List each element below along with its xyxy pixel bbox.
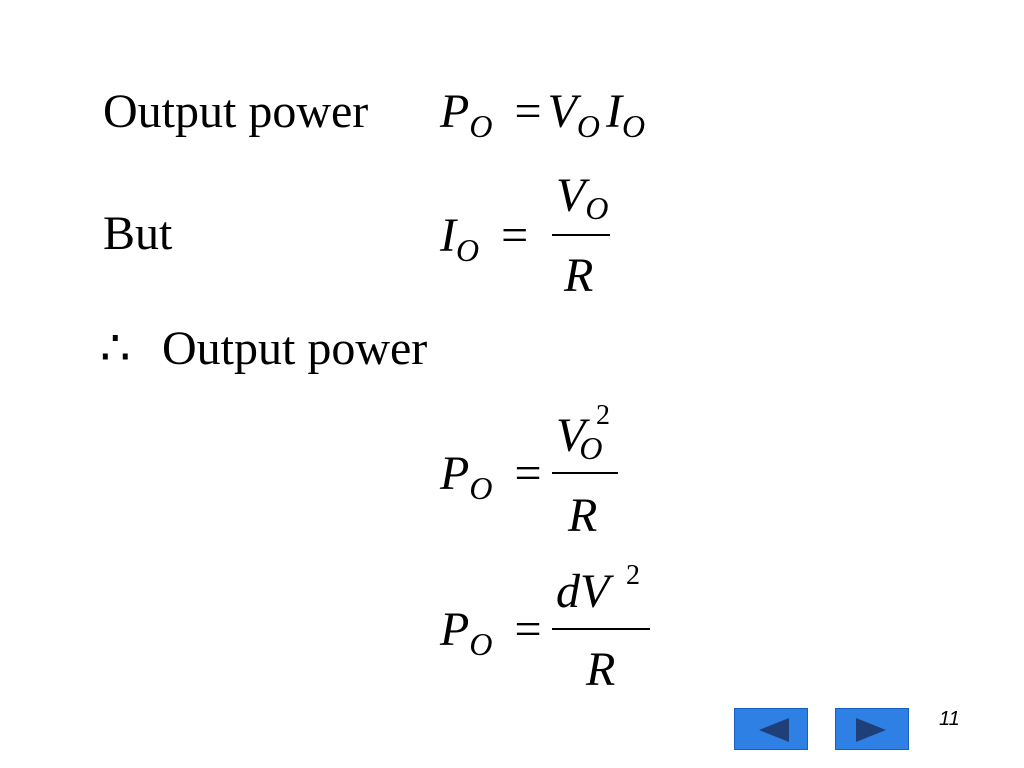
fraction-numerator-dv-squared: dV 2 <box>556 562 640 618</box>
symbol-i: I <box>440 209 456 262</box>
equals-sign: = <box>514 85 542 138</box>
fraction-bar <box>552 628 650 630</box>
equation-po-lhs: PO = <box>440 447 542 505</box>
subscript-o: O <box>455 232 480 268</box>
symbol-p: P <box>440 447 470 500</box>
page-number: 11 <box>939 708 960 730</box>
fraction-bar <box>552 472 618 474</box>
symbol-i: I <box>605 85 622 138</box>
fraction-denominator-r: R <box>564 249 594 302</box>
subscript-o: O <box>576 108 600 144</box>
symbol-v: V <box>556 409 586 462</box>
symbol-p: P <box>440 603 470 656</box>
output-power-label-2: Output power <box>162 322 428 375</box>
fraction-bar <box>552 234 610 236</box>
right-triangle-icon <box>856 718 886 742</box>
symbol-p: P <box>440 85 470 138</box>
but-label: But <box>103 207 173 260</box>
equation-io-lhs: IO = <box>440 209 529 267</box>
next-slide-button[interactable] <box>835 708 909 750</box>
superscript-2: 2 <box>626 560 640 591</box>
fraction-denominator-r: R <box>586 643 616 696</box>
symbol-v: V <box>547 85 577 138</box>
subscript-o: O <box>579 430 603 466</box>
therefore-symbol: ∴ <box>100 322 131 375</box>
superscript-2: 2 <box>596 400 610 431</box>
subscript-o: O <box>621 108 646 144</box>
equation-po-lhs-2: PO = <box>440 603 542 661</box>
symbol-dv: dV <box>556 565 610 618</box>
left-triangle-icon <box>759 718 789 742</box>
subscript-o: O <box>469 108 493 144</box>
equals-sign: = <box>501 209 529 262</box>
subscript-o: O <box>585 190 609 226</box>
fraction-numerator-vo: VO <box>556 169 608 225</box>
output-power-label: Output power <box>103 85 369 138</box>
symbol-v: V <box>556 169 586 222</box>
subscript-o: O <box>469 470 493 506</box>
previous-slide-button[interactable] <box>734 708 808 750</box>
fraction-denominator-r: R <box>568 489 598 542</box>
equals-sign: = <box>514 603 542 656</box>
subscript-o: O <box>469 626 493 662</box>
equals-sign: = <box>514 447 542 500</box>
